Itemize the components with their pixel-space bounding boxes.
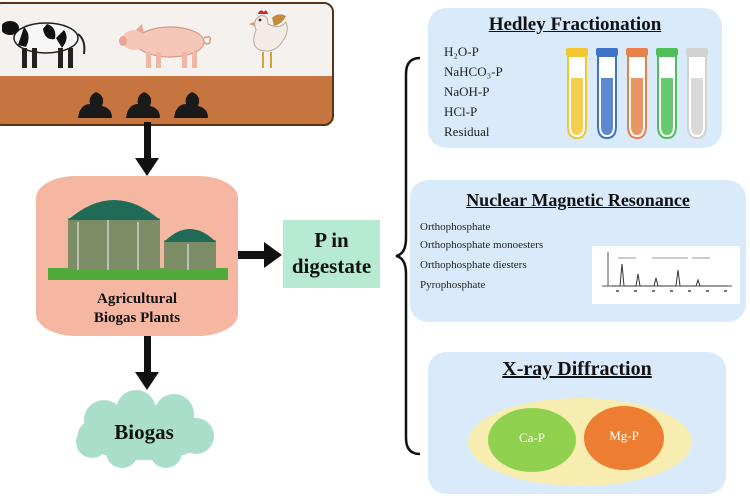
- test-tube-icon: [596, 48, 618, 140]
- livestock-area: [0, 4, 332, 76]
- nmr-item: Orthophosphate: [420, 221, 491, 233]
- nmr-panel: Nuclear Magnetic Resonance Orthophosphat…: [410, 180, 746, 322]
- plant-label-line1: Agricultural: [97, 291, 177, 307]
- nmr-spectrum-icon: [592, 246, 740, 304]
- xrd-phases-graphic: [468, 398, 692, 486]
- test-tubes-icon: [566, 48, 708, 140]
- arrow-down-icon: [135, 122, 159, 176]
- biogas-label: Biogas: [114, 420, 174, 444]
- nmr-item: Pyrophosphate: [420, 279, 486, 291]
- cow-icon: [2, 21, 86, 68]
- digestate-node: P in digestate: [283, 220, 380, 288]
- digestate-line2: digestate: [291, 254, 372, 278]
- nmr-item: Orthophosphate diesters: [420, 259, 527, 271]
- mg-p-label: Mg-P: [609, 428, 639, 443]
- test-tube-icon: [566, 48, 588, 140]
- nmr-item: Orthophosphate monoesters: [420, 239, 544, 251]
- pig-icon: [119, 24, 212, 68]
- arrow-down-icon: [135, 336, 159, 390]
- curly-brace-icon: [395, 56, 421, 456]
- chicken-icon: [249, 10, 288, 68]
- arrow-right-icon: [238, 242, 282, 268]
- biogas-plant-node: Agricultural Biogas Plants: [36, 176, 238, 336]
- digester-tanks-icon: [48, 200, 228, 280]
- livestock-panel: [0, 2, 334, 126]
- hedley-item: NaHCO₃-P: [444, 64, 503, 79]
- xrd-title: X-ray Diffraction: [502, 358, 652, 380]
- test-tube-icon: [656, 48, 678, 140]
- hedley-panel: Hedley Fractionation H₂O-P NaHCO₃-P NaOH…: [428, 8, 722, 148]
- digestate-line1: P in: [314, 228, 349, 252]
- manure-icon: [126, 92, 160, 118]
- hedley-item: H₂O-P: [444, 44, 479, 59]
- hedley-item: NaOH-P: [444, 84, 490, 99]
- cloud-shape: [76, 390, 214, 468]
- xrd-panel: X-ray Diffraction Ca-P Mg-P: [428, 352, 726, 494]
- plant-label: Agricultural Biogas Plants: [36, 290, 238, 328]
- test-tube-icon: [686, 48, 708, 140]
- biogas-node: Biogas: [70, 390, 218, 472]
- test-tube-icon: [626, 48, 648, 140]
- hedley-title: Hedley Fractionation: [488, 14, 662, 35]
- hedley-item: HCl-P: [444, 104, 478, 119]
- nmr-title: Nuclear Magnetic Resonance: [466, 190, 690, 210]
- ca-p-label: Ca-P: [519, 430, 545, 445]
- plant-label-line2: Biogas Plants: [93, 310, 181, 326]
- hedley-item: Residual: [444, 124, 490, 139]
- manure-icon: [174, 92, 208, 118]
- manure-icon: [78, 92, 112, 118]
